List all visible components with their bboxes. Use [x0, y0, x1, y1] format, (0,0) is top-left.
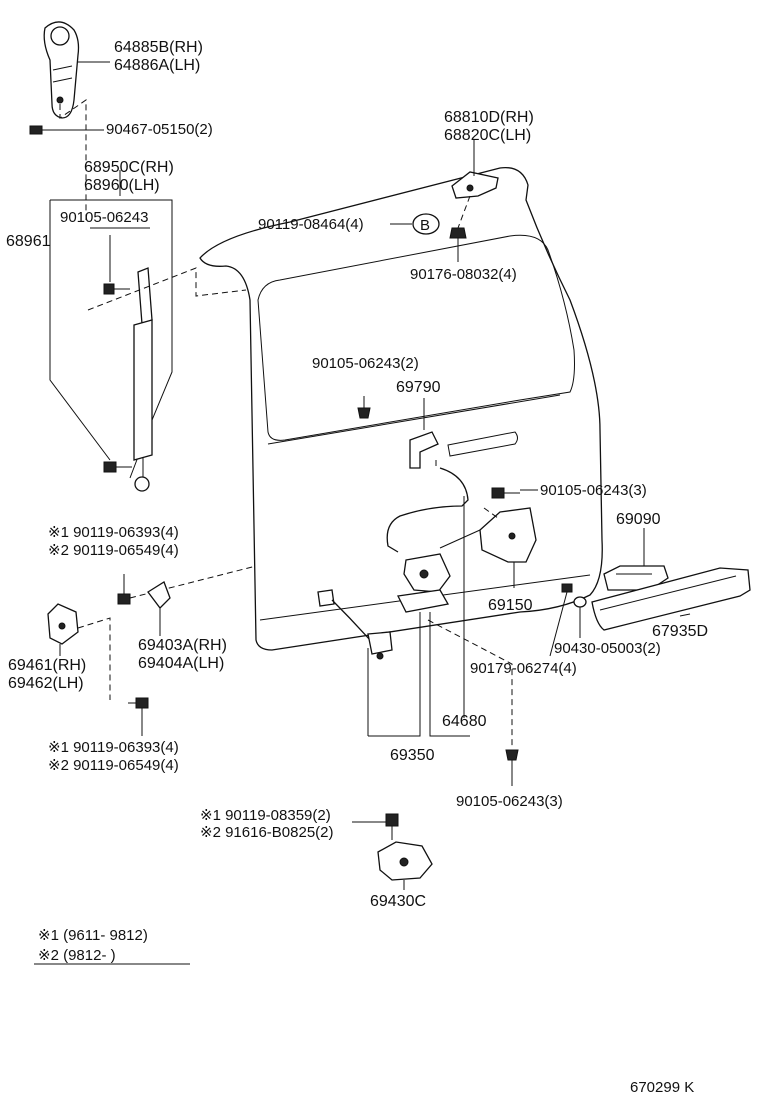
- back-door-panel: [199, 166, 603, 651]
- label-bolt-90467: 90467-05150(2): [106, 121, 213, 138]
- label-guide-lh: 69462(LH): [8, 675, 84, 692]
- label-garnish-67935: 67935D: [652, 623, 708, 640]
- bolt-guide-icon: [128, 697, 149, 736]
- rod-bracket-69790: [409, 431, 439, 469]
- label-screw-90179: 90179-06274(4): [470, 660, 577, 677]
- label-bolt-90105-b: 90105-06243(2): [312, 355, 419, 372]
- striker-69430c: [377, 841, 433, 890]
- label-bolt-90105-a: 90105-06243: [60, 209, 148, 226]
- label-mark1-c: ※1 90119-08359(2): [200, 807, 331, 824]
- label-stay-rh: 68950C(RH): [84, 159, 174, 176]
- hinge-68810d: [451, 171, 499, 199]
- garnish-67935d: [591, 567, 751, 631]
- bolt-90105-d-icon: [505, 749, 519, 786]
- cable-connector-icon: [317, 589, 393, 660]
- label-hinge-lh: 64886A(LH): [114, 57, 200, 74]
- bolt-90105-c-icon: [491, 487, 520, 499]
- label-hinge2-rh: 68810D(RH): [444, 109, 534, 126]
- lock-mechanism-69350: [397, 553, 451, 613]
- hinge-64885b: [43, 21, 80, 119]
- bolt-stopper-icon: [117, 574, 131, 605]
- label-striker-69430: 69430C: [370, 893, 426, 910]
- label-rod-69790: 69790: [396, 379, 441, 396]
- clip-90430-icon: [573, 596, 587, 638]
- handle-69090: [603, 565, 669, 591]
- label-guide-rh: 69461(RH): [8, 657, 86, 674]
- legend-line-2: ※2 (9812- ): [38, 947, 116, 964]
- lock-actuator-69150: [479, 507, 537, 588]
- bolt-90467-icon: [29, 125, 56, 135]
- screw-90179-icon: [549, 583, 573, 657]
- label-stay-lh: 68960(LH): [84, 177, 160, 194]
- label-clip-90430: 90430-05003(2): [554, 640, 661, 657]
- label-mark2-b: ※2 90119-06549(4): [48, 757, 179, 774]
- label-stopper-lh: 69404A(LH): [138, 655, 224, 672]
- label-stopper-rh: 69403A(RH): [138, 637, 227, 654]
- label-mark2-a: ※2 90119-06549(4): [48, 542, 179, 559]
- guide-69461: [47, 603, 79, 645]
- ref-b-marker: [412, 213, 440, 235]
- label-stay-bracket: 68961: [6, 233, 51, 250]
- label-ref-b: B: [420, 217, 430, 234]
- label-bolt-90119-08464: 90119-08464(4): [258, 216, 364, 233]
- label-hinge-rh: 64885B(RH): [114, 39, 203, 56]
- label-lock-69150: 69150: [488, 597, 533, 614]
- label-bolt-90105-d: 90105-06243(3): [456, 793, 563, 810]
- label-hinge2-lh: 68820C(LH): [444, 127, 531, 144]
- stopper-69403a: [147, 581, 171, 636]
- label-handle-69090: 69090: [616, 511, 661, 528]
- legend-line-1: ※1 (9611- 9812): [38, 927, 148, 944]
- bolt-upper-icon: [103, 283, 130, 295]
- label-mark1-b: ※1 90119-06393(4): [48, 739, 179, 756]
- gas-stay-68950c: [133, 267, 153, 492]
- label-lock-assy-69350: 69350: [390, 747, 435, 764]
- label-mark2-c: ※2 91616-B0825(2): [200, 824, 334, 841]
- drawing-number: 670299 K: [630, 1079, 694, 1096]
- label-nut-90176: 90176-08032(4): [410, 266, 517, 283]
- label-mark1-a: ※1 90119-06393(4): [48, 524, 179, 541]
- bolt-striker-icon: [385, 813, 399, 840]
- label-cable-64680: 64680: [442, 713, 487, 730]
- label-bolt-90105-c: 90105-06243(3): [540, 482, 647, 499]
- bolt-90105-b-icon: [357, 396, 371, 419]
- bolt-lower-icon: [103, 461, 132, 473]
- nut-90176-icon: [449, 227, 467, 239]
